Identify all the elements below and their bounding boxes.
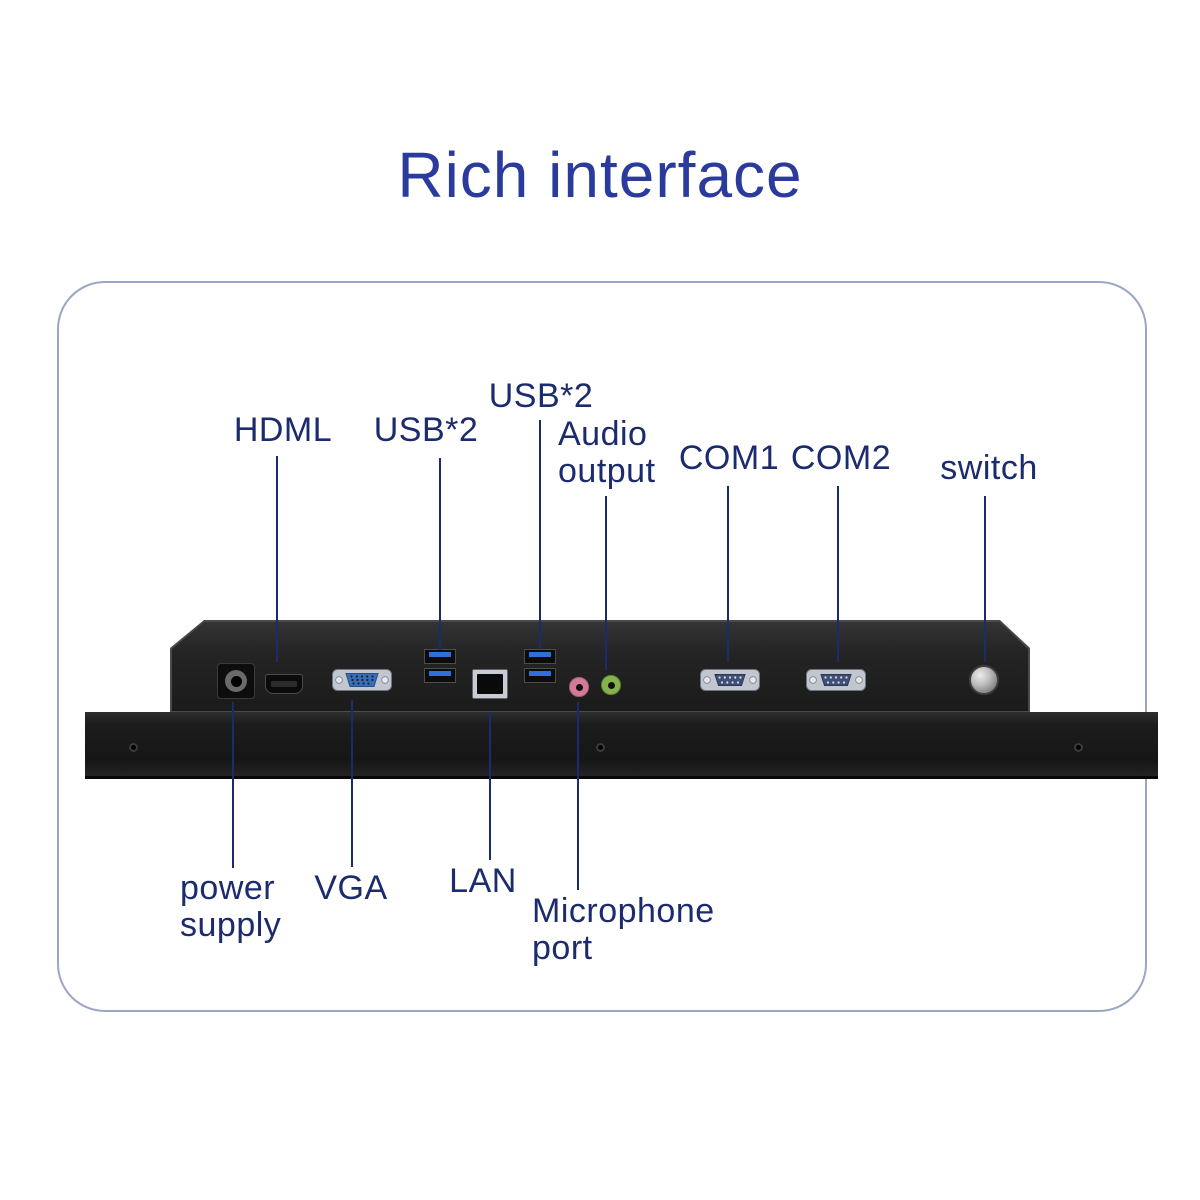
com2-port (806, 666, 866, 694)
usb-tab (529, 652, 551, 657)
device-mount-flange (85, 712, 1158, 779)
usb-port (424, 668, 456, 683)
microphone-jack (569, 677, 589, 697)
label-vga: VGA (314, 869, 388, 907)
leader-line-com1 (727, 486, 729, 662)
usb-tab (429, 671, 451, 676)
usb-ports-right (524, 649, 556, 683)
page-title: Rich interface (397, 139, 803, 211)
leader-line-power-supply (232, 702, 234, 868)
usb-ports-left (424, 649, 456, 683)
power-switch-button (969, 665, 999, 695)
power-jack-ring (225, 670, 247, 692)
leader-line-hdml (276, 456, 278, 662)
jack-hole (575, 683, 583, 691)
screw-hole-icon (1074, 743, 1083, 752)
diagram-frame (57, 281, 1147, 1012)
usb-port (524, 649, 556, 664)
screw-hole-icon (129, 743, 138, 752)
leader-line-microphone (577, 702, 579, 890)
vga-port (332, 666, 392, 694)
com1-port (700, 666, 760, 694)
label-com2: COM2 (790, 439, 892, 477)
audio-output-jack (601, 675, 621, 695)
leader-line-lan (489, 712, 491, 860)
com2-port-icon (806, 669, 866, 691)
lan-port (472, 669, 508, 699)
leader-line-usb-right (539, 420, 541, 648)
power-jack-hole (230, 675, 242, 687)
usb-port (424, 649, 456, 664)
leader-line-usb-left (439, 458, 441, 650)
power-jack-port (217, 663, 255, 699)
jack-hole (607, 681, 615, 689)
hdmi-port (265, 674, 303, 694)
vga-port-icon (332, 669, 392, 691)
leader-line-switch (984, 496, 986, 662)
screw-hole-icon (596, 743, 605, 752)
usb-tab (429, 652, 451, 657)
hdmi-slot (271, 681, 297, 687)
lan-port-slot (477, 674, 503, 694)
label-com1: COM1 (678, 439, 780, 477)
usb-port (524, 668, 556, 683)
label-microphone-port: Microphone port (532, 892, 715, 967)
device-back-panel-face (172, 622, 1028, 711)
label-switch: switch (940, 449, 1038, 487)
label-power-supply: power supply (180, 869, 282, 944)
label-usb-left: USB*2 (373, 411, 479, 449)
device-back-panel (170, 620, 1030, 713)
label-hdml: HDML (233, 411, 333, 449)
leader-line-vga (351, 700, 353, 867)
com1-port-icon (700, 669, 760, 691)
label-usb-right: USB*2 (488, 377, 594, 415)
usb-tab (529, 671, 551, 676)
leader-line-audio-output (605, 496, 607, 670)
label-audio-output: Audio output (558, 415, 656, 490)
leader-line-com2 (837, 486, 839, 662)
label-lan: LAN (449, 862, 517, 900)
